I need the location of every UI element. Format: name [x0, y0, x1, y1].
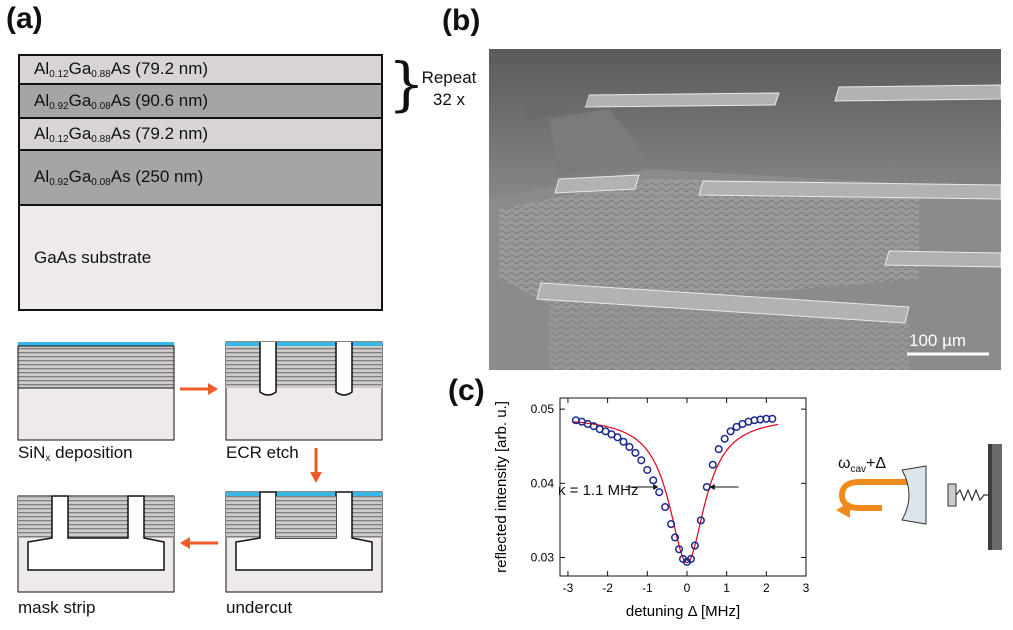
layer-label: Al0.92Ga0.08As (90.6 nm) [34, 90, 209, 112]
beam-arrowhead [836, 502, 850, 518]
sem-micrograph: 100 µm [489, 49, 1001, 370]
step-strip-diagram [17, 495, 175, 593]
omega-label: ωcav+Δ [838, 455, 887, 476]
layer-label: Al0.92Ga0.08As (250 nm) [34, 167, 204, 188]
data-point [661, 502, 670, 512]
data-point [643, 465, 652, 474]
layer-label: GaAs substrate [34, 247, 152, 267]
x-tick-label: 0 [684, 581, 691, 595]
data-point [726, 427, 735, 436]
step-etch-label: ECR etch [226, 443, 299, 462]
data-point [655, 488, 664, 497]
layer-label: Al0.12Ga0.88As (79.2 nm) [34, 123, 209, 145]
beam-path [838, 479, 910, 511]
data-point [667, 520, 676, 529]
cavity-mirror [901, 465, 927, 525]
data-point [631, 448, 640, 457]
cavity-schematic [836, 444, 1002, 550]
layer-2: Al0.92Ga0.08As (90.6 nm) [18, 85, 383, 119]
spring-icon [955, 488, 988, 502]
data-point [671, 533, 680, 542]
step-strip-label: mask strip [18, 598, 96, 617]
data-point [696, 516, 705, 525]
data-point [690, 541, 699, 550]
step-undercut-diagram [225, 491, 383, 593]
step-etch-diagram [225, 341, 383, 441]
y-tick-label: 0.05 [531, 402, 555, 416]
data-point [637, 456, 646, 465]
data-point [619, 437, 628, 446]
x-tick-label: 1 [723, 581, 730, 595]
layer-4: Al0.92Ga0.08As (250 nm) [18, 151, 383, 206]
fit-curve [571, 421, 779, 564]
data-point [613, 433, 622, 442]
data-point [708, 460, 717, 469]
data-point [625, 442, 634, 451]
panel-c-label: (c) [448, 374, 485, 407]
x-axis-label: detuning Δ [MHz] [626, 603, 740, 620]
repeat-label: Repeat 32 x [421, 68, 477, 109]
axis-ticks: -3 -2 -1 0 1 2 3 0.03 0.04 0.05 [531, 398, 810, 595]
panel-a-label: (a) [6, 2, 43, 35]
data-point [686, 554, 695, 563]
y-tick-label: 0.03 [531, 550, 555, 564]
arrow-down [310, 448, 322, 483]
data-markers [571, 414, 777, 566]
x-tick-label: -1 [642, 581, 653, 595]
y-axis-label: reflected intensity [arb. u.] [493, 401, 510, 573]
step-deposition-label: SiNx deposition [18, 443, 133, 464]
layer-label: Al0.12Ga0.88As (79.2 nm) [34, 59, 209, 80]
layer-1: Al0.12Ga0.88As (79.2 nm) [18, 54, 383, 85]
data-point [720, 434, 729, 443]
width-arrowhead-right [709, 484, 715, 490]
step-undercut-label: undercut [226, 598, 293, 617]
plot-frame [559, 397, 807, 577]
arrow-right-1 [180, 383, 218, 395]
repeat-brace: } [388, 50, 425, 118]
x-tick-label: 3 [803, 581, 810, 595]
data-point [768, 414, 777, 423]
data-point [649, 476, 658, 485]
x-tick-label: 2 [763, 581, 770, 595]
data-point [714, 445, 723, 454]
annotations [625, 484, 739, 490]
fit-line [571, 421, 779, 564]
width-arrowhead-left [653, 484, 659, 490]
layer-3: Al0.12Ga0.88As (79.2 nm) [18, 119, 383, 151]
y-tick-label: 0.04 [531, 476, 555, 490]
x-tick-label: -2 [602, 581, 613, 595]
process-flow-diagram [17, 341, 383, 593]
arrow-left [180, 537, 218, 549]
layer-5: GaAs substrate [18, 206, 383, 311]
panel-b-label: (b) [442, 4, 481, 37]
scale-bar-label: 100 µm [909, 331, 967, 350]
data-point [674, 545, 684, 554]
mechanical-mirror [947, 483, 957, 507]
kappa-label: κ = 1.1 MHz [558, 482, 639, 499]
step-deposition-diagram [17, 342, 175, 441]
x-tick-label: -3 [563, 581, 574, 595]
